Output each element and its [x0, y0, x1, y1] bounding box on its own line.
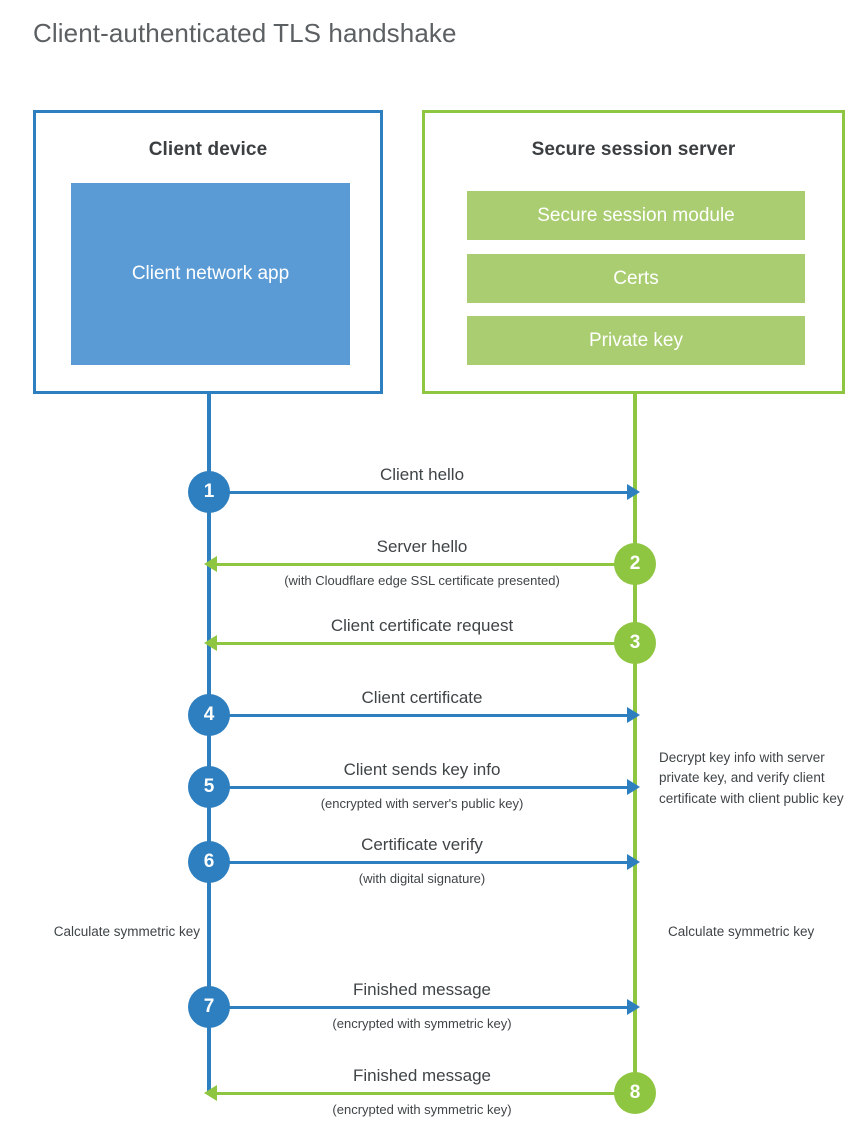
arrow-line-step-3: [215, 642, 635, 645]
message-sublabel-step-7: (encrypted with symmetric key): [332, 1016, 512, 1031]
client-device-title: Client device: [148, 139, 268, 160]
server-lifeline: [633, 394, 637, 1093]
message-label-step-5: Client sends key info: [343, 760, 501, 779]
client-network-app-block: Client network app: [71, 183, 350, 365]
client-device-box: Client device Client network app: [33, 110, 383, 394]
message-label-step-4: Client certificate: [361, 688, 483, 707]
message-label-step-8: Finished message: [353, 1066, 491, 1085]
arrow-line-step-1: [209, 491, 629, 494]
message-label-step-1: Client hello: [379, 465, 465, 484]
message-sublabel-step-5: (encrypted with server's public key): [320, 796, 524, 811]
page-title: Client-authenticated TLS handshake: [33, 18, 457, 48]
server-module-certs: Certs: [467, 254, 805, 303]
client-lifeline: [207, 394, 211, 1093]
note-server-calculate-symmetric-key: Calculate symmetric key: [668, 924, 815, 939]
arrow-line-step-8: [215, 1092, 635, 1095]
arrow-line-step-6: [209, 861, 629, 864]
message-label-step-6: Certificate verify: [361, 835, 483, 854]
message-label-step-7: Finished message: [353, 980, 491, 999]
message-sublabel-step-8: (encrypted with symmetric key): [332, 1102, 512, 1117]
message-label-step-3: Client certificate request: [330, 616, 514, 635]
arrow-line-step-5: [209, 786, 629, 789]
message-label-step-2: Server hello: [376, 537, 468, 556]
note-server-decrypt: Decrypt key info with server private key…: [659, 750, 844, 806]
secure-session-server-title: Secure session server: [531, 139, 736, 160]
server-module-private-key: Private key: [467, 316, 805, 365]
note-client-calculate-symmetric-key: Calculate symmetric key: [53, 924, 200, 939]
server-module-secure-session-module: Secure session module: [467, 191, 805, 240]
arrow-line-step-2: [215, 563, 635, 566]
secure-session-server-box: Secure session server Secure session mod…: [422, 110, 845, 394]
arrow-line-step-7: [209, 1006, 629, 1009]
message-sublabel-step-2: (with Cloudflare edge SSL certificate pr…: [284, 573, 560, 588]
message-sublabel-step-6: (with digital signature): [358, 871, 486, 886]
arrow-line-step-4: [209, 714, 629, 717]
